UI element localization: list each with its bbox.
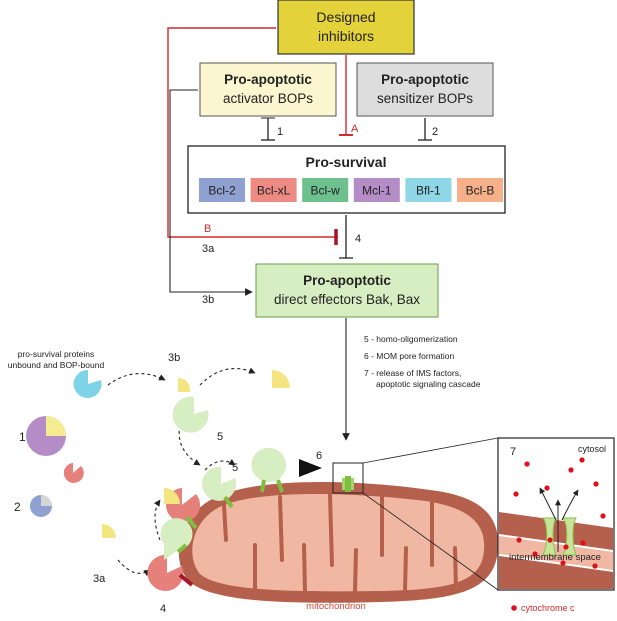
label-3a: 3a (202, 243, 215, 255)
step-7: 7 - release of IMS factors, (364, 368, 461, 378)
protein-chip-label: Bcl-xL (257, 184, 291, 198)
protein-chip-label: Bcl-B (466, 184, 495, 198)
mitochondrion (178, 482, 499, 603)
bclxl-unbound-protein (63, 463, 84, 483)
label-illus-1: 1 (19, 430, 26, 444)
effector-dimer (251, 447, 287, 493)
bop-wedge-left (102, 524, 116, 538)
inhibition-4 (339, 215, 353, 259)
label-1: 1 (277, 126, 283, 138)
pro-survival-caption-2: unbound and BOP-bound (8, 360, 105, 370)
zoom-line-bottom (362, 492, 499, 591)
inset-panel (497, 437, 615, 591)
protein-chip-label: Bfl-1 (416, 184, 441, 198)
bound-complex-bottom (147, 518, 194, 591)
steps-legend: 5 - homo-oligomerization 6 - MOM pore fo… (364, 334, 481, 389)
step-6: 6 - MOM pore formation (364, 351, 454, 361)
pro-survival-title: Pro-survival (306, 154, 387, 170)
activator-bops-box: Pro-apoptotic activator BOPs (199, 62, 337, 117)
sensitizer-subtitle: sensitizer BOPs (377, 91, 473, 106)
zoom-box (332, 462, 364, 494)
sensitizer-bops-box: Pro-apoptotic sensitizer BOPs (356, 62, 494, 117)
cytochrome-label: cytochrome c (521, 603, 575, 613)
label-illus-4: 4 (160, 603, 166, 615)
step-7-cont: apoptotic signaling cascade (376, 379, 481, 389)
pore-small (342, 476, 354, 492)
step-5: 5 - homo-oligomerization (364, 334, 458, 344)
label-3b: 3b (202, 294, 214, 306)
effectors-subtitle: direct effectors Bak, Bax (274, 292, 420, 307)
label-illus-5a: 5 (217, 431, 223, 443)
protein-chip (405, 178, 452, 202)
trajectory-arrows (107, 367, 256, 577)
label-illus-3b: 3b (168, 352, 180, 364)
label-4: 4 (355, 233, 361, 245)
activator-monomer (172, 396, 209, 433)
label-2: 2 (432, 126, 438, 138)
label-b: B (204, 223, 211, 235)
protein-chip (199, 178, 245, 202)
zoom-line-top (362, 437, 499, 464)
label-a: A (351, 123, 359, 135)
protein-chip (250, 178, 297, 202)
pro-survival-caption-1: pro-survival proteins (18, 349, 95, 359)
label-illus-2: 2 (14, 500, 21, 514)
effector-monomer-1 (202, 466, 237, 509)
bop-wedge-middle (178, 377, 191, 392)
protein-chip-label: Bcl-w (311, 184, 341, 198)
inhibitor-lines (167, 27, 353, 238)
label-illus-6: 6 (316, 450, 322, 462)
sensitizer-title: Pro-apoptotic (381, 72, 469, 87)
bcl2-sensitizer-bound (30, 495, 52, 517)
label-illus-3a: 3a (93, 573, 106, 585)
inhibition-2 (418, 118, 432, 141)
designed-inhibitors-line1: Designed (316, 9, 375, 25)
cytosol-label: cytosol (578, 444, 606, 454)
protein-chip-label: Bcl-2 (208, 184, 236, 198)
pore-formation-arrow (299, 459, 322, 477)
inhibition-1 (261, 117, 275, 141)
activator-title: Pro-apoptotic (224, 72, 312, 87)
mcl1-bop-bound (26, 416, 66, 456)
effectors-title: Pro-apoptotic (303, 273, 391, 288)
designed-inhibitors-box: Designed inhibitors (277, 0, 415, 55)
effectors-box: Pro-apoptotic direct effectors Bak, Bax (255, 263, 439, 318)
label-illus-7: 7 (510, 446, 516, 458)
activator-to-effector-arrows (169, 89, 253, 296)
protein-chip (353, 178, 400, 202)
bop-wedge-right (272, 370, 290, 388)
mitochondrion-label: mitochondrion (306, 601, 366, 612)
bound-complex-left (164, 488, 201, 530)
protein-chip (457, 178, 503, 202)
cytochrome-legend-dot (511, 605, 517, 611)
protein-chip-label: Mcl-1 (362, 184, 392, 198)
designed-inhibitors-line2: inhibitors (318, 28, 374, 44)
activator-subtitle: activator BOPs (223, 91, 313, 106)
bfl1-unbound-protein (73, 369, 102, 398)
intermembrane-label: intermembrane space (509, 552, 601, 563)
protein-chips: Bcl-2 Bcl-xL Bcl-w Mcl-1 Bfl-1 Bcl-B (199, 178, 503, 202)
protein-chip (302, 178, 349, 202)
label-illus-5b: 5 (232, 462, 238, 474)
